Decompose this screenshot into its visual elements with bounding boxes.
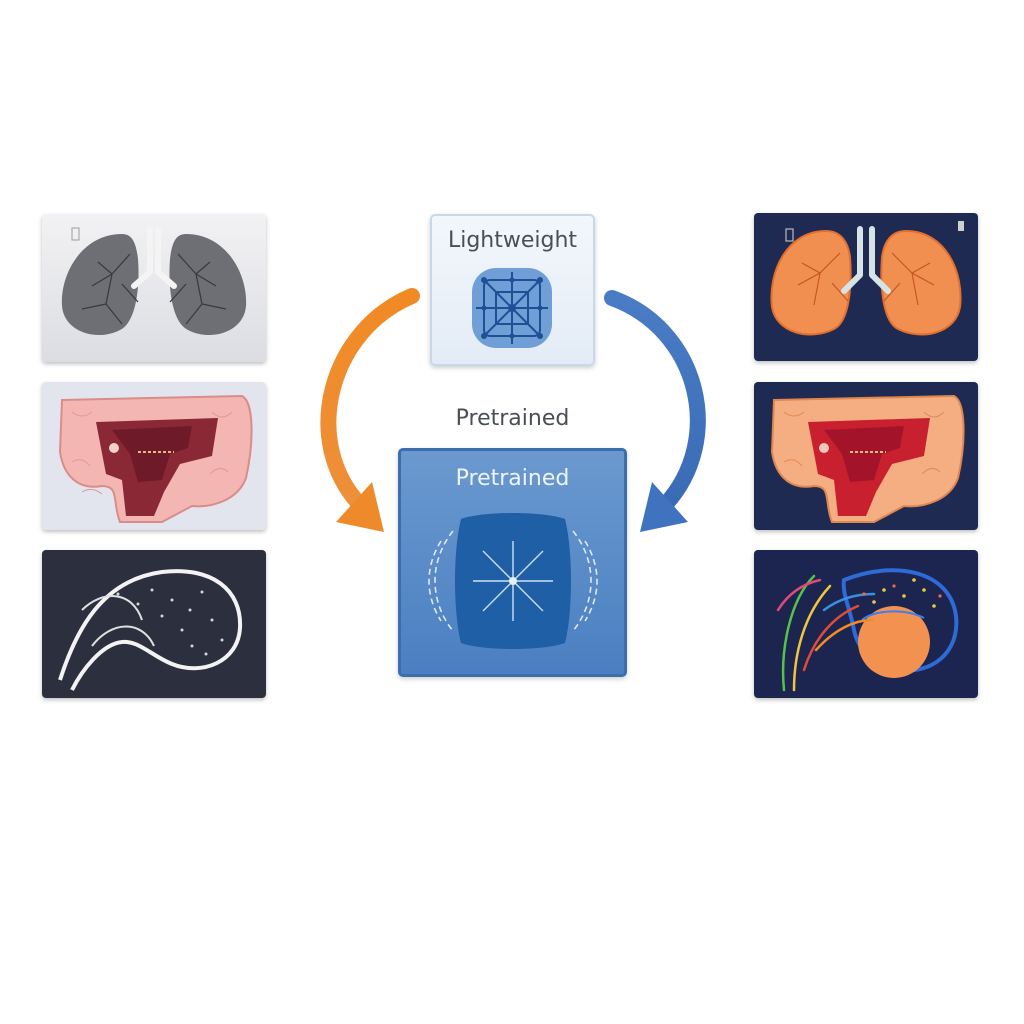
pink-colon-icon: [42, 382, 266, 530]
pink-colon-tissue-panel: [42, 382, 266, 530]
colored-vessel-segmentation-panel: [754, 550, 978, 698]
orange-lung-icon: [754, 213, 978, 361]
grayscale-lung-icon: [42, 214, 266, 362]
red-colon-icon: [754, 382, 978, 530]
orange-lung-segmentation-panel: [754, 213, 978, 361]
pretrained-model-box: Pretrained: [398, 448, 627, 677]
dark-vessel-icon: [42, 550, 266, 698]
dark-vessel-scan-panel: [42, 550, 266, 698]
pretrained-label: Pretrained: [455, 466, 570, 491]
colored-vessel-icon: [754, 550, 978, 698]
grayscale-lung-scan-panel: [42, 214, 266, 362]
lightweight-network-icon: [472, 268, 552, 348]
pretrained-caption: Pretrained: [455, 406, 570, 431]
lightweight-label: Lightweight: [447, 228, 578, 253]
red-colon-segmentation-panel: [754, 382, 978, 530]
pretrained-network-icon: [428, 513, 598, 649]
lightweight-model-box: Lightweight: [430, 214, 595, 366]
